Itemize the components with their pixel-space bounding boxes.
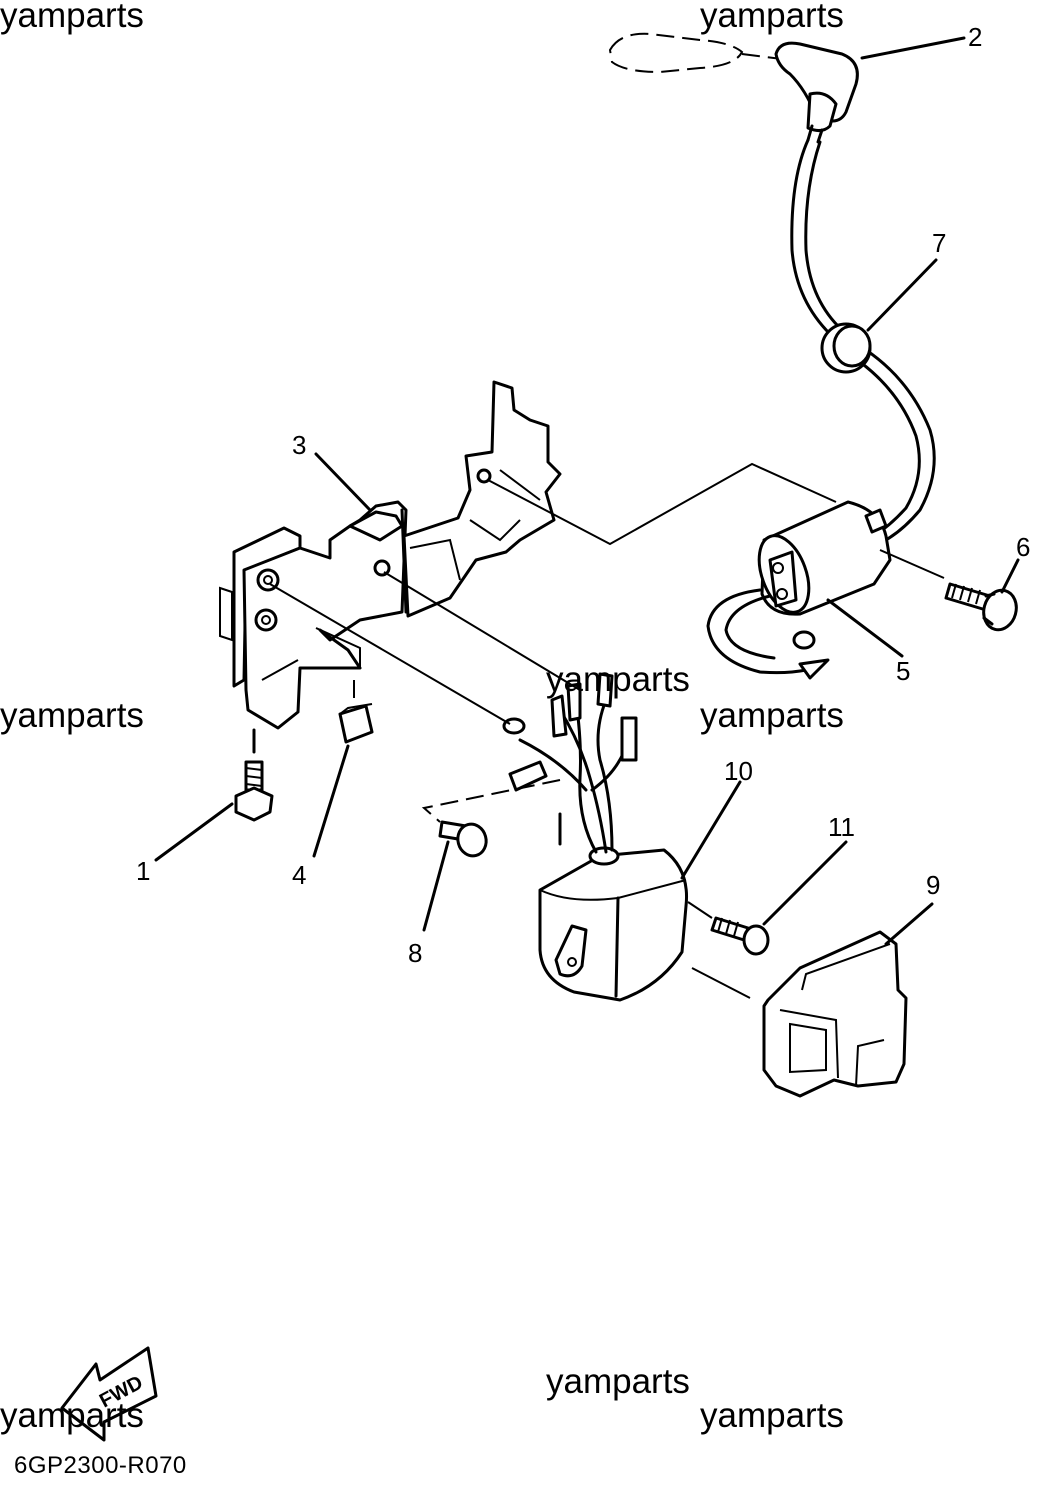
callout-7: 7 xyxy=(932,228,946,258)
watermark: yamparts xyxy=(700,1396,844,1435)
part-cdi-unit xyxy=(421,672,689,1002)
assembly-lines xyxy=(269,462,945,999)
callout-11: 11 xyxy=(828,812,855,842)
callout-5: 5 xyxy=(896,656,910,686)
part-bolt-11 xyxy=(687,901,770,956)
part-ignition-coil xyxy=(706,500,892,680)
leader-lines xyxy=(154,36,1020,946)
part-bracket xyxy=(219,380,562,730)
part-screw-8 xyxy=(438,820,488,858)
fwd-direction-arrow: FWD xyxy=(60,1346,158,1442)
callout-3: 3 xyxy=(292,430,306,460)
watermark: yamparts xyxy=(546,1362,690,1401)
part-bolt-1 xyxy=(234,728,274,822)
callout-9: 9 xyxy=(926,870,940,900)
part-high-tension-cord xyxy=(790,138,936,546)
part-coil-bolt xyxy=(944,582,1018,632)
callout-8: 8 xyxy=(408,938,422,968)
diagram-code: 6GP2300-R070 xyxy=(14,1452,187,1479)
part-cover xyxy=(762,930,908,1098)
watermark: yamparts xyxy=(700,0,844,35)
part-collar xyxy=(338,703,374,744)
part-spark-plug-cap xyxy=(608,32,859,144)
callout-2: 2 xyxy=(968,22,982,52)
callout-4: 4 xyxy=(292,860,306,890)
callout-1: 1 xyxy=(136,856,150,886)
callout-10: 10 xyxy=(724,756,753,786)
watermark: yamparts xyxy=(0,0,144,35)
callout-labels: 2 7 3 6 5 10 11 9 1 4 8 xyxy=(136,22,1030,968)
watermark: yamparts xyxy=(546,660,690,699)
callout-6: 6 xyxy=(1016,532,1030,562)
watermark: yamparts xyxy=(0,1396,144,1435)
watermark: yamparts xyxy=(0,696,144,735)
watermark: yamparts xyxy=(700,696,844,735)
